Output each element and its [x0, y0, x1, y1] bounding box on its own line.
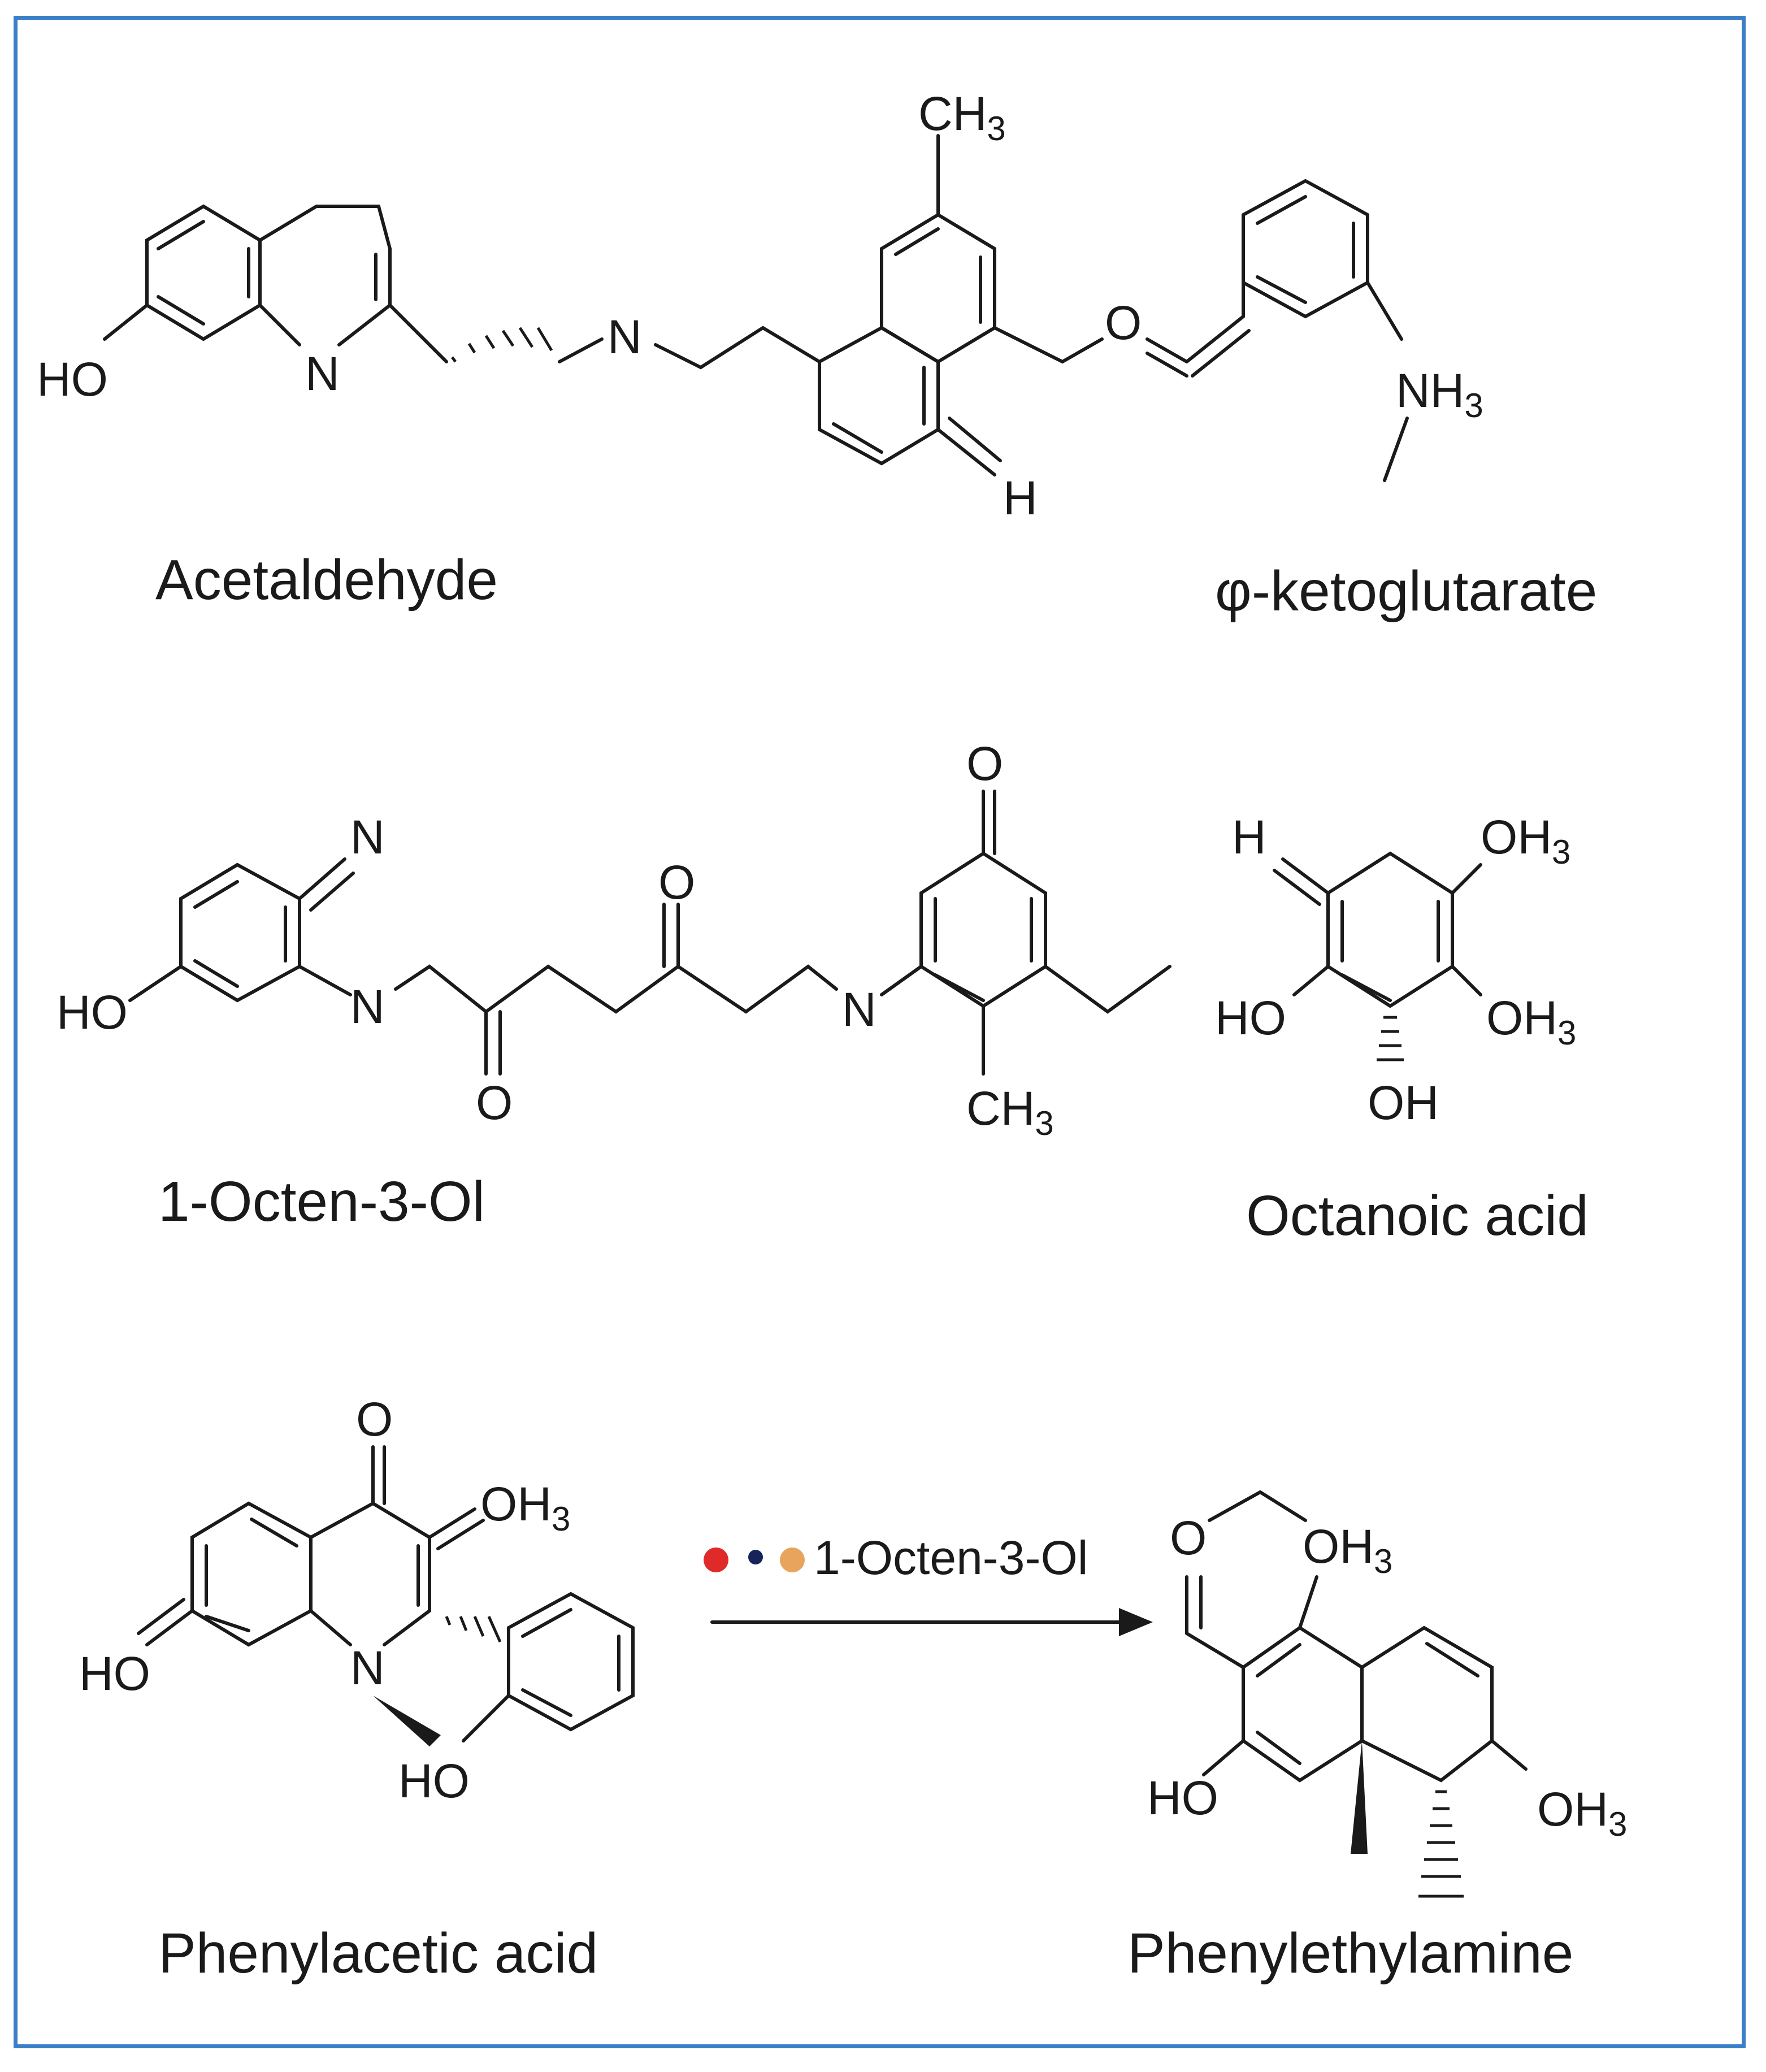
atom-n-label: N [608, 310, 642, 363]
atom-n-label: N [350, 980, 385, 1033]
compound-name-octanoic-acid: Octanoic acid [1246, 1184, 1589, 1247]
atom-ho-label: HO [1215, 991, 1286, 1044]
atom-ho-label: HO [57, 986, 128, 1039]
atom-o-label: O [658, 856, 695, 909]
atom-oh3-label: OH3 [1486, 991, 1576, 1052]
atom-h-label: H [1232, 810, 1266, 864]
reagent-dot-navy [748, 1550, 763, 1564]
wedge-bond [373, 1696, 441, 1746]
structure-compound-4: H OH3 OH3 HO OH [1215, 810, 1576, 1129]
structure-compound-3: N HO N O O N O CH3 [57, 737, 1171, 1142]
atom-ho-label: HO [1147, 1771, 1218, 1824]
atom-oh3-label: OH3 [1481, 810, 1570, 871]
reagent-dot-red [704, 1548, 728, 1572]
compound-name-acetaldehyde: Acetaldehyde [155, 548, 498, 612]
atom-ho-label: HO [37, 353, 108, 406]
wedge-bond [1351, 1741, 1368, 1854]
compound-name-octenol: 1-Octen-3-Ol [158, 1170, 485, 1233]
atom-o-label: O [1170, 1511, 1207, 1564]
atom-ch3-label: CH3 [966, 1082, 1054, 1142]
atom-o-label: O [1105, 296, 1142, 349]
atom-nh3-label: NH3 [1396, 364, 1483, 424]
atom-o-label: O [356, 1393, 393, 1446]
hashed-bond [445, 1615, 502, 1643]
atom-oh3-label: OH3 [1537, 1783, 1627, 1843]
atom-oh-label: OH [1368, 1076, 1439, 1129]
atom-h-label: H [1003, 471, 1038, 524]
reagent-dot-orange [780, 1548, 805, 1572]
reaction-arrow: 1-Octen-3-Ol [704, 1531, 1153, 1636]
atom-oh3-label: OH3 [480, 1477, 570, 1538]
hashed-bond [1377, 1016, 1404, 1061]
atom-n-label: N [350, 810, 385, 864]
atom-ho-label: HO [398, 1754, 470, 1807]
atom-o-label: O [966, 737, 1003, 790]
hashed-bond [1418, 1790, 1464, 1898]
structure-compound-6: O OH3 HO OH3 [1147, 1490, 1627, 1898]
atom-ho-label: HO [79, 1647, 150, 1700]
compound-name-phenylethylamine: Phenylethylamine [1127, 1922, 1573, 1985]
atom-n-label: N [842, 983, 877, 1036]
atom-o-label: O [476, 1076, 513, 1129]
figure-frame [14, 16, 1746, 2048]
atom-oh3-label: OH3 [1303, 1520, 1392, 1580]
atom-n-label: N [350, 1641, 385, 1694]
atom-ch3-label: CH3 [918, 87, 1006, 148]
compound-name-phenylacetic-acid: Phenylacetic acid [158, 1922, 598, 1985]
reaction-label: 1-Octen-3-Ol [814, 1531, 1088, 1584]
compound-name-ketoglutarate: φ-ketoglutarate [1215, 560, 1597, 623]
atom-n-label: N [305, 347, 340, 400]
hashed-bond [451, 327, 553, 363]
structure-compound-1: HO N N CH3 H O [37, 87, 1188, 524]
arrow-head [1119, 1608, 1153, 1636]
structure-compound-2: NH3 [1185, 179, 1483, 482]
structure-compound-5: N O OH3 HO HO [79, 1393, 635, 1807]
